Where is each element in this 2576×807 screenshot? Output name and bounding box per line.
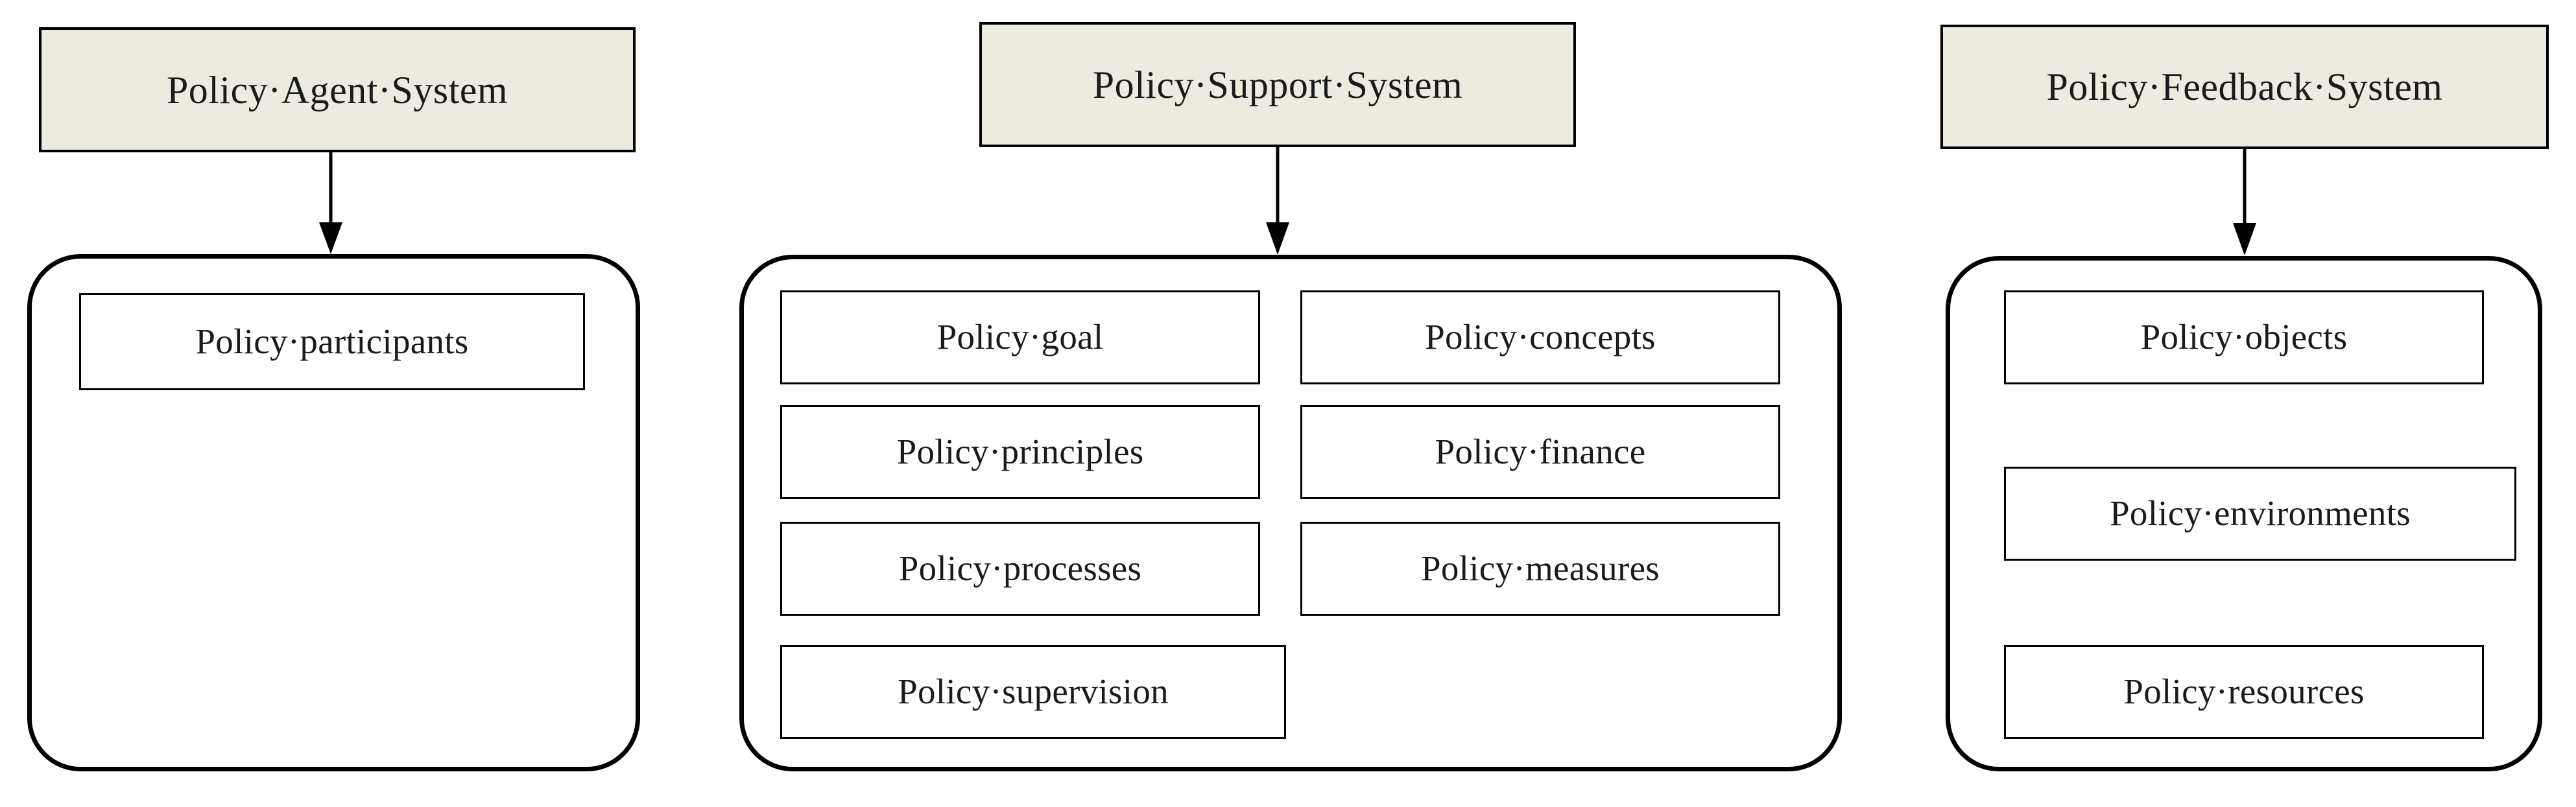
arrow-policy-agent-system	[316, 152, 345, 256]
item-box-policy-resources[interactable]: Policy·resources	[2004, 645, 2484, 739]
header-box-policy-agent-system[interactable]: Policy·Agent·System	[39, 27, 636, 152]
item-box-policy-finance[interactable]: Policy·finance	[1300, 405, 1780, 499]
item-box-policy-supervision[interactable]: Policy·supervision	[780, 645, 1286, 739]
item-label-policy-resources: Policy·resources	[2123, 672, 2365, 712]
item-label-policy-finance: Policy·finance	[1435, 432, 1646, 472]
item-box-policy-environments[interactable]: Policy·environments	[2004, 467, 2516, 561]
header-box-policy-support-system[interactable]: Policy·Support·System	[979, 22, 1576, 147]
item-label-policy-processes: Policy·processes	[898, 548, 1142, 589]
item-label-policy-measures: Policy·measures	[1420, 548, 1660, 589]
item-label-policy-environments: Policy·environments	[2110, 493, 2411, 533]
header-box-policy-feedback-system[interactable]: Policy·Feedback·System	[1940, 25, 2549, 149]
item-box-policy-measures[interactable]: Policy·measures	[1300, 522, 1780, 616]
arrow-policy-feedback-system	[2230, 149, 2259, 259]
item-box-policy-principles[interactable]: Policy·principles	[780, 405, 1260, 499]
item-box-policy-goal[interactable]: Policy·goal	[780, 290, 1260, 384]
item-box-policy-processes[interactable]: Policy·processes	[780, 522, 1260, 616]
item-box-policy-participants[interactable]: Policy·participants	[79, 293, 585, 390]
item-label-policy-goal: Policy·goal	[936, 317, 1104, 357]
header-label-policy-support-system: Policy·Support·System	[1092, 63, 1463, 106]
item-label-policy-concepts: Policy·concepts	[1425, 317, 1656, 357]
item-label-policy-principles: Policy·principles	[896, 432, 1144, 472]
item-box-policy-concepts[interactable]: Policy·concepts	[1300, 290, 1780, 384]
item-box-policy-objects[interactable]: Policy·objects	[2004, 290, 2484, 384]
header-label-policy-agent-system: Policy·Agent·System	[166, 68, 508, 111]
item-label-policy-objects: Policy·objects	[2140, 317, 2348, 357]
item-label-policy-participants: Policy·participants	[195, 321, 469, 361]
header-label-policy-feedback-system: Policy·Feedback·System	[2046, 65, 2443, 108]
item-label-policy-supervision: Policy·supervision	[898, 672, 1169, 712]
arrow-policy-support-system	[1263, 147, 1292, 257]
